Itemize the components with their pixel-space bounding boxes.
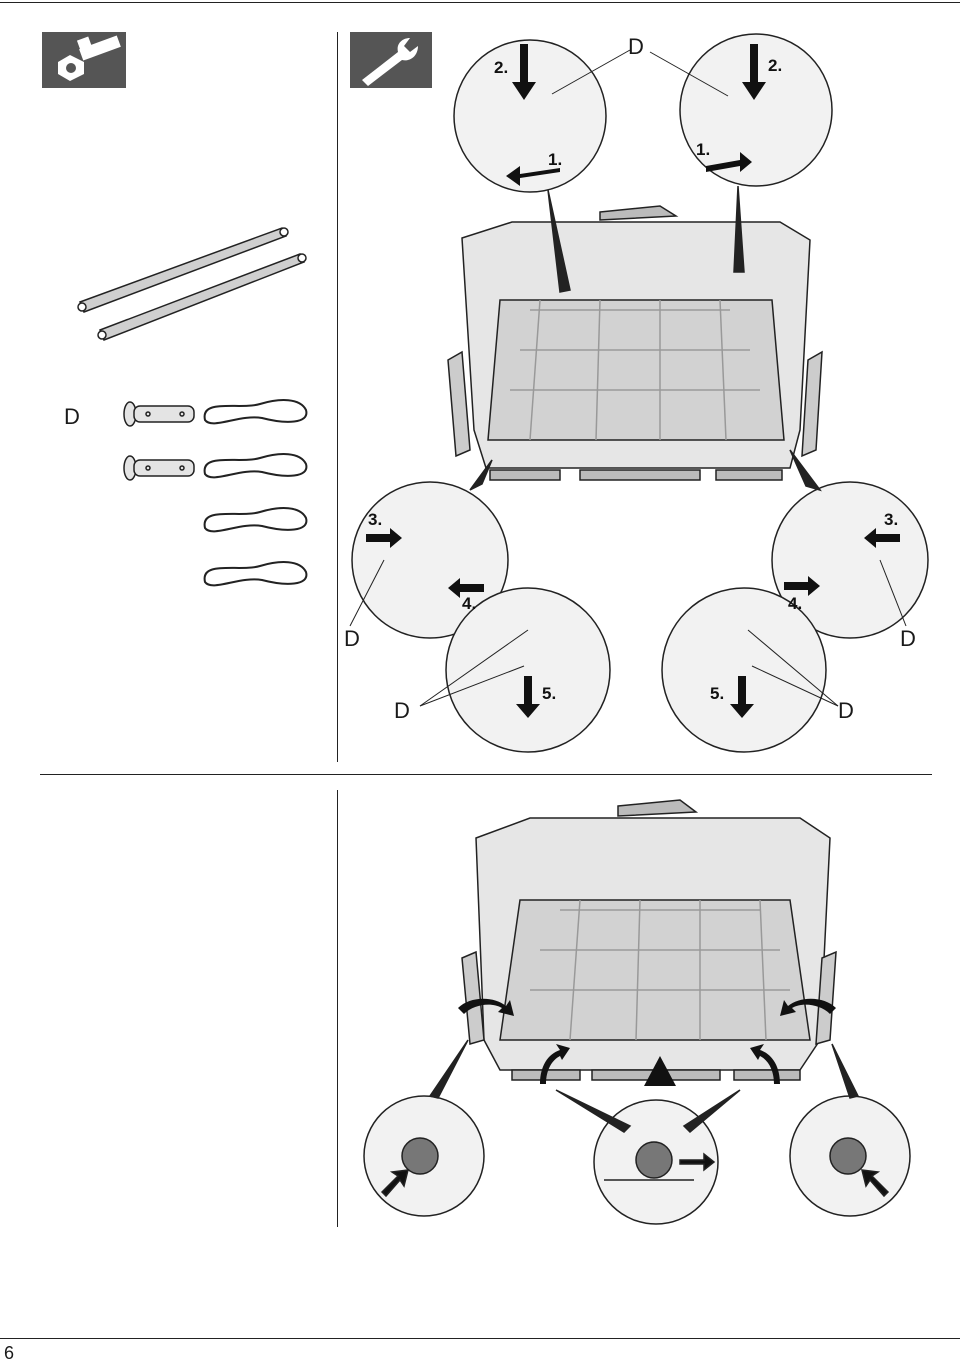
- detail-circles-upper: [351, 33, 929, 753]
- step-arrows-upper: [366, 44, 900, 718]
- step-4-right: 4.: [788, 594, 803, 613]
- step-3-left: 3.: [368, 510, 383, 529]
- pins-and-clips: [123, 399, 308, 587]
- rotation-arrows-lower: [458, 998, 836, 1086]
- step-5-right: 5.: [710, 684, 725, 703]
- step-5-left: 5.: [542, 684, 557, 703]
- step-2-right: 2.: [768, 56, 783, 75]
- vertical-divider-upper: [337, 32, 338, 762]
- callout-d-right-mid: D: [900, 626, 916, 651]
- vertical-divider-lower: [337, 790, 338, 1227]
- wrench-tool-icon: [350, 32, 432, 88]
- section-divider: [40, 774, 932, 775]
- callout-d-left-mid: D: [344, 626, 360, 651]
- hardware-bolt-nut-icon: [42, 32, 126, 88]
- step-4-left: 4.: [462, 594, 477, 613]
- wagon-lower: [461, 799, 837, 1081]
- wagon-upper: [447, 205, 823, 481]
- bottom-rule: [0, 1338, 960, 1339]
- leader-lines: [349, 49, 907, 707]
- step-3-right: 3.: [884, 510, 899, 529]
- callout-d-left-low: D: [394, 698, 410, 723]
- callout-d-right-low: D: [838, 698, 854, 723]
- step-2-left: 2.: [494, 58, 509, 77]
- pin-label-d: D: [64, 404, 80, 429]
- callout-d-top: D: [628, 34, 644, 59]
- step-1-left: 1.: [548, 150, 563, 169]
- step-1-right: 1.: [696, 140, 711, 159]
- detail-circles-lower: [363, 1039, 911, 1225]
- page-number: 6: [4, 1343, 15, 1363]
- connecting-rods: [77, 227, 307, 341]
- top-rule: [0, 2, 960, 3]
